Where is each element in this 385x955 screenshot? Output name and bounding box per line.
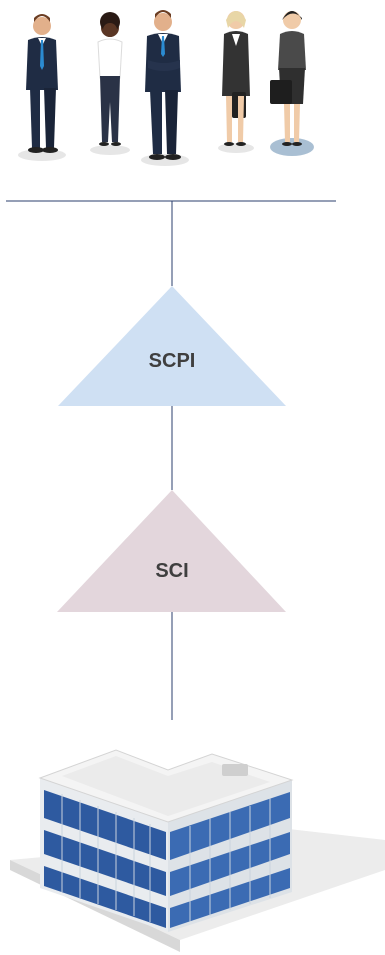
sci-triangle xyxy=(57,490,286,612)
scpi-triangle xyxy=(58,286,286,406)
business-people-illustration xyxy=(18,10,314,166)
person-5-icon xyxy=(270,11,306,146)
person-3-icon xyxy=(145,10,181,160)
scpi-label: SCPI xyxy=(148,350,196,372)
person-1-icon xyxy=(26,14,58,153)
person-2-icon xyxy=(97,12,123,146)
office-building-icon xyxy=(10,749,385,952)
person-4-icon xyxy=(222,11,250,146)
sci-label: SCI xyxy=(155,560,189,582)
